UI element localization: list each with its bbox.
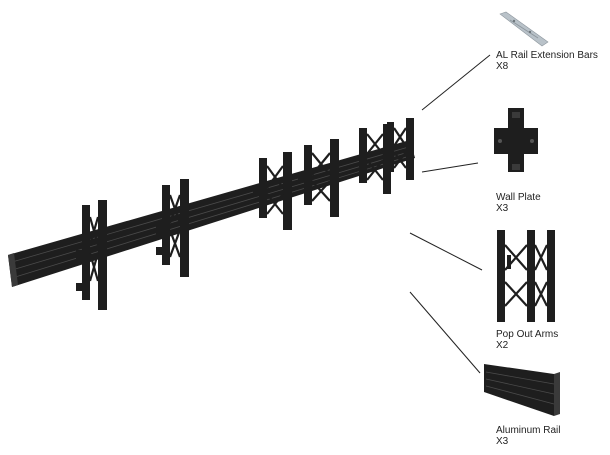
mount-bracket-2 [156,179,189,277]
part-qty: X2 [496,340,509,351]
mount-bracket-3 [253,152,292,230]
leader-line-extension-bars [421,54,491,111]
part-name: AL Rail Extension Bars [496,50,598,61]
aluminum-rail-icon [484,364,560,416]
extension-bar-icon [499,11,549,47]
part-qty: X3 [496,436,509,447]
mount-bracket-4 [298,139,339,217]
leader-line-aluminum-rail [409,291,481,374]
leader-lines [409,54,491,374]
part-qty: X8 [496,61,509,72]
part-qty: X3 [496,203,509,214]
leader-line-pop-out-arms [409,232,483,271]
part-name: Wall Plate [496,192,541,203]
pop-out-arms-icon [497,230,555,322]
part-name: Pop Out Arms [496,329,559,340]
mount-bracket-6 [387,118,414,180]
wall-plate-icon [494,108,538,172]
leader-line-wall-plate [421,162,479,173]
rail-end-cap [8,253,18,287]
label-extension-bars: AL Rail Extension Bars X8 [496,50,598,72]
mount-bracket-1 [76,200,107,310]
label-pop-out-arms: Pop Out Arms X2 [496,329,558,351]
part-name: Aluminum Rail [496,425,561,436]
label-wall-plate: Wall Plate X3 [496,192,541,214]
assembled-rail-system [8,118,415,310]
main-rail [8,140,415,287]
label-aluminum-rail: Aluminum Rail X3 [496,425,560,447]
